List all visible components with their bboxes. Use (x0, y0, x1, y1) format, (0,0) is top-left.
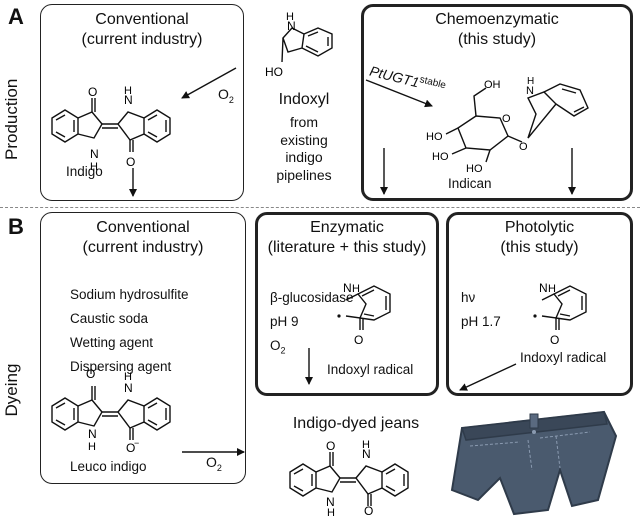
indoxyl-atom-ho: HO (265, 65, 283, 79)
dyeing-oxidant: O2 (206, 454, 222, 473)
leuco-atom-n: N (88, 427, 97, 441)
production-chemoenzymatic-box (361, 4, 633, 201)
arrow-enzyme (365, 79, 433, 108)
indoxyl-note-line: pipelines (276, 166, 332, 183)
indican-atom-ho: HO (432, 151, 449, 163)
dyeing-conventional-title: Conventional (current industry) (40, 218, 246, 257)
atom-n: N (326, 495, 335, 509)
photolytic-product-label: Indoxyl radical (520, 350, 607, 365)
atom-nh-n: N (90, 147, 99, 161)
atom-o: O (326, 439, 335, 453)
leuco-atom-n: N (124, 381, 133, 395)
enzymatic-title-line1: Enzymatic (310, 219, 384, 236)
production-conventional-title-line1: Conventional (95, 11, 189, 28)
indican-atom-ho: HO (426, 131, 443, 143)
dyeing-conventional-title-line2: (current industry) (82, 238, 204, 256)
photolytic-condition: pH 1.7 (461, 314, 501, 329)
reagent-item: Sodium hydrosulfite (70, 287, 189, 302)
production-chemoenzymatic-title: Chemoenzymatic (this study) (361, 10, 633, 49)
reagent-item: Dispersing agent (70, 359, 172, 374)
leuco-indigo-structure (51, 385, 171, 441)
indoxyl-note-line: indigo (285, 149, 323, 165)
indoxyl-atom-h: H (286, 11, 294, 23)
leuco-atom-minus: − (95, 364, 100, 374)
dyeing-enzymatic-title: Enzymatic (literature + this study) (255, 218, 439, 257)
photolytic-condition: hν (461, 290, 476, 305)
panel-letter-a: A (8, 4, 24, 29)
leuco-atom-h: H (88, 441, 96, 453)
dyeing-photolytic-box (446, 212, 633, 396)
reagent-item: Caustic soda (70, 311, 149, 326)
atom-n: N (124, 93, 133, 107)
atom-o: O (364, 504, 373, 518)
atom-n: N (362, 447, 371, 461)
indican-atom-o-link: O (519, 141, 528, 153)
atom-h: H (124, 85, 132, 97)
indoxyl-note-line: existing (280, 131, 328, 148)
photolytic-title-line2: (this study) (500, 238, 579, 256)
indoxyl-note: from existing indigo pipelines (252, 114, 356, 184)
dyeing-conventional-title-line1: Conventional (96, 219, 190, 236)
enzymatic-condition: pH 9 (270, 314, 299, 329)
radical-atom-h: H (548, 283, 556, 295)
chemoenzymatic-title-line1: Chemoenzymatic (435, 11, 559, 28)
indican-structure (445, 83, 589, 163)
production-conventional-box (40, 4, 244, 201)
indoxyl-structure (281, 27, 333, 63)
arrow-photolytic (459, 363, 517, 391)
photolytic-title-line1: Photolytic (504, 219, 575, 236)
indican-atom-oh: OH (484, 79, 501, 91)
enzymatic-title-line2: (literature + this study) (267, 238, 427, 256)
indigo-label: Indigo (66, 164, 103, 179)
indigo-structure-b (289, 451, 409, 507)
leuco-atom-minus: − (134, 438, 139, 448)
section-divider (0, 207, 640, 208)
atom-o: O (126, 155, 135, 169)
radical-atom-n: N (343, 281, 352, 295)
enzymatic-condition: β-glucosidase (270, 290, 354, 305)
dyeing-conventional-box (40, 212, 246, 484)
atom-o: O (88, 85, 97, 99)
leuco-atom-o: O (126, 441, 135, 455)
radical-atom-h: H (352, 283, 360, 295)
production-conventional-oxidant: O2 (218, 86, 234, 105)
chemoenzymatic-title-line2: (this study) (457, 30, 537, 48)
indoxyl-note-line: from (290, 114, 318, 130)
enzymatic-product-label: Indoxyl radical (327, 362, 414, 377)
indoxyl-name: Indoxyl (278, 91, 330, 108)
radical-atom-o: O (550, 333, 559, 347)
indican-atom-n: N (526, 85, 534, 97)
production-conventional-title: Conventional (current industry) (40, 10, 244, 49)
radical-dot (337, 314, 341, 318)
atom-h: H (327, 507, 335, 518)
indoxyl-atom-n: N (287, 19, 296, 33)
reagent-item: Wetting agent (70, 335, 154, 350)
radical-dot (533, 314, 537, 318)
jeans-icon (450, 410, 618, 516)
enzymatic-conditions: β-glucosidase pH 9 O2 (270, 286, 354, 363)
production-conventional-title-line2: (current industry) (81, 30, 203, 48)
indican-atom-ho: HO (466, 163, 483, 175)
radical-atom-n: N (539, 281, 548, 295)
panel-letter-b: B (8, 214, 24, 239)
dyeing-photolytic-title: Photolytic (this study) (446, 218, 633, 257)
leuco-indigo-label: Leuco indigo (70, 459, 147, 474)
photolytic-conditions: hν pH 1.7 (461, 286, 501, 334)
indigo-dyed-jeans-label: Indigo-dyed jeans (292, 415, 420, 432)
enzymatic-oxidant: O2 (270, 338, 286, 356)
leuco-atom-h: H (124, 371, 132, 383)
atom-h: H (362, 439, 370, 451)
leuco-atom-o: O (86, 367, 95, 381)
indigo-structure-a (51, 97, 171, 153)
atom-nh-h: H (90, 161, 98, 173)
radical-atom-o: O (354, 333, 363, 347)
indican-atom-o-ring: O (502, 113, 511, 125)
indican-atom-h: H (527, 76, 534, 87)
indican-label: Indican (448, 176, 492, 191)
dyeing-reagent-list: Sodium hydrosulfite Caustic soda Wetting… (70, 283, 189, 379)
dyeing-enzymatic-box (255, 212, 439, 396)
arrow-indoxyl-to-indigo (181, 67, 237, 99)
